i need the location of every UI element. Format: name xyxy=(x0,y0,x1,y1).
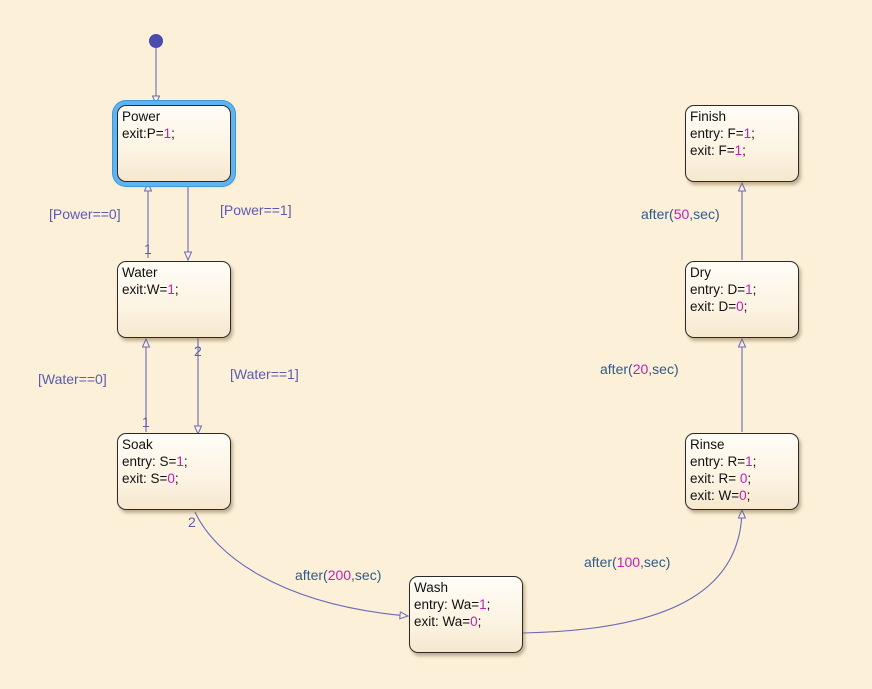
state-action: exit: S=0; xyxy=(122,471,179,486)
state-name: Finish xyxy=(690,109,727,124)
state-name: Rinse xyxy=(690,437,725,452)
label-water-zero[interactable]: [Water==0] xyxy=(38,371,107,387)
label-power-one[interactable]: [Power==1] xyxy=(220,202,292,218)
order-water-one: 2 xyxy=(194,343,202,359)
state-power[interactable]: Power exit:P=1; xyxy=(117,105,231,182)
label-water-one[interactable]: [Water==1] xyxy=(230,366,299,382)
state-action: exit: W=0; xyxy=(690,488,751,503)
state-wash[interactable]: Wash entry: Wa=1; exit: Wa=0; xyxy=(409,576,523,653)
state-dry[interactable]: Dry entry: D=1; exit: D=0; xyxy=(685,261,799,338)
state-action: entry: S=1; xyxy=(122,454,188,469)
state-name: Water xyxy=(122,265,158,280)
state-finish[interactable]: Finish entry: F=1; exit: F=1; xyxy=(685,105,799,182)
order-power-zero: 1 xyxy=(144,241,152,257)
order-water-zero: 1 xyxy=(142,414,150,430)
state-name: Dry xyxy=(690,265,711,280)
label-dry-to-finish[interactable]: after(50,sec) xyxy=(641,206,720,222)
transition-wash-rinse[interactable] xyxy=(522,510,742,634)
state-action: exit: F=1; xyxy=(690,143,746,158)
state-name: Wash xyxy=(414,580,449,595)
order-soak-out: 2 xyxy=(188,514,196,530)
label-power-zero[interactable]: [Power==0] xyxy=(49,206,121,222)
state-action: exit:P=1; xyxy=(122,126,175,141)
default-transition-junction[interactable] xyxy=(149,34,163,48)
state-action: exit: Wa=0; xyxy=(414,614,482,629)
state-action: exit: D=0; xyxy=(690,299,748,314)
state-action: exit:W=1; xyxy=(122,282,179,297)
state-water[interactable]: Water exit:W=1; xyxy=(117,261,231,338)
state-action: entry: Wa=1; xyxy=(414,597,491,612)
label-wash-to-rinse[interactable]: after(100,sec) xyxy=(584,554,671,570)
state-rinse[interactable]: Rinse entry: R=1; exit: R= 0; exit: W=0; xyxy=(685,433,799,510)
transition-soak-wash[interactable] xyxy=(194,511,408,616)
state-name: Power xyxy=(122,109,161,124)
label-rinse-to-dry[interactable]: after(20,sec) xyxy=(600,361,679,377)
state-action: entry: R=1; xyxy=(690,454,757,469)
state-action: entry: F=1; xyxy=(690,126,755,141)
label-soak-to-wash[interactable]: after(200,sec) xyxy=(295,567,382,583)
state-action: entry: D=1; xyxy=(690,282,757,297)
state-soak[interactable]: Soak entry: S=1; exit: S=0; xyxy=(117,433,231,510)
state-action: exit: R= 0; xyxy=(690,471,752,486)
state-name: Soak xyxy=(122,437,153,452)
